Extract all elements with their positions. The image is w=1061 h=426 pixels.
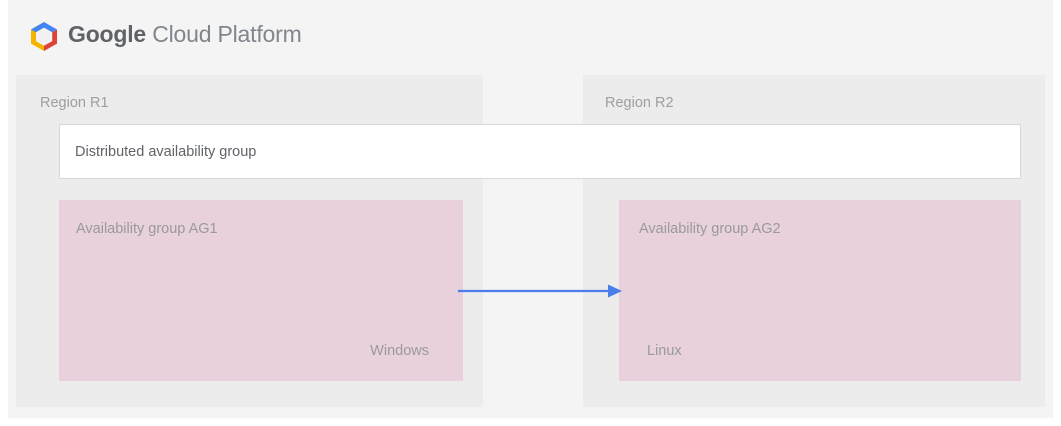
region-label-r2: Region R2 (605, 95, 674, 111)
availability-group-box-ag1: Availability group AG1 Windows (59, 200, 463, 381)
availability-group-title-ag1: Availability group AG1 (76, 221, 218, 237)
arrow-right-icon (458, 284, 622, 298)
brand-google: Google (68, 21, 147, 47)
diagram-card: Google Cloud Platform Region R1 Region R… (8, 0, 1053, 418)
distributed-availability-group-box: Distributed availability group (59, 124, 1021, 179)
region-label-r1: Region R1 (40, 95, 109, 111)
brand-title: Google Cloud Platform (68, 21, 302, 48)
brand-cloud-platform: Cloud Platform (146, 21, 302, 47)
page-header: Google Cloud Platform (8, 0, 1053, 73)
availability-group-box-ag2: Availability group AG2 Linux (619, 200, 1021, 381)
availability-group-title-ag2: Availability group AG2 (639, 221, 781, 237)
google-cloud-platform-logo-icon (26, 18, 62, 54)
os-label-linux: Linux (647, 343, 682, 359)
distributed-availability-group-label: Distributed availability group (75, 143, 257, 160)
os-label-windows: Windows (370, 343, 429, 359)
